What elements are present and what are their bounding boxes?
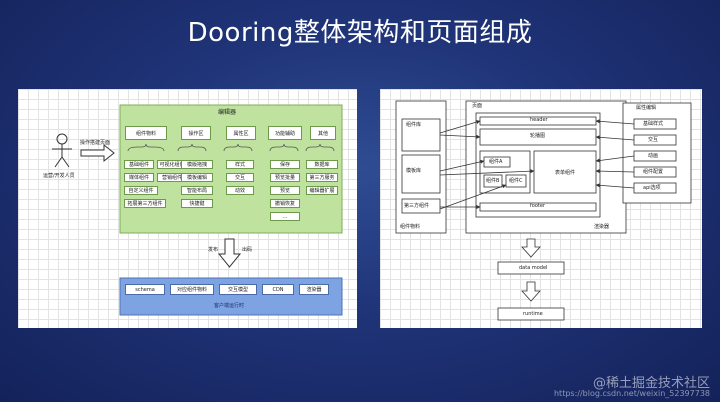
enter-label: 操作搭建页面 [80, 140, 111, 146]
right-connectors [395, 100, 692, 321]
slide-title: Dooring整体架构和页面组成 [187, 18, 533, 48]
module-braces [127, 143, 335, 152]
data-model-label: data model [519, 265, 548, 271]
page-label: 页面 [472, 103, 483, 109]
comp-c-label: 组件C [509, 178, 523, 184]
attr-item: 动画 [648, 153, 659, 159]
editor-architecture-diagram: 运营/开发人员 操作搭建页面 编辑器 组件物料 操作区 属性区 功能辅助 其他 … [18, 89, 357, 328]
sub-item: 预览批量 [270, 173, 300, 182]
runtime-item: CDN [262, 284, 294, 295]
comp-materials-label: 组件物料 [400, 224, 421, 230]
comp-b-label: 组件B [486, 178, 500, 184]
runtime-item: 对应组件物料 [170, 284, 214, 295]
page-composition-diagram: 组件库 模板库 第三方组件 组件物料 页面 header 轮播图 组件A 组件B… [380, 89, 702, 328]
editor-title: 编辑器 [218, 109, 237, 116]
sub-item: 智能布局 [181, 186, 213, 195]
runtime-label: runtime [523, 311, 543, 317]
attr-title: 属性编辑 [636, 105, 657, 111]
sub-item: 交互 [226, 173, 254, 182]
sub-item: 快捷键 [181, 199, 213, 208]
sub-item: 基础组件 [124, 160, 154, 169]
editor-container [119, 104, 343, 234]
sub-item: ... [270, 212, 300, 221]
footer-label: footer [530, 203, 545, 209]
sub-item: 模板编辑 [181, 173, 213, 182]
attr-item: api选项 [643, 185, 661, 191]
actor-label: 运营/开发人员 [43, 173, 75, 179]
sub-item: 拓展第三方组件 [124, 199, 166, 208]
module-others: 其他 [310, 126, 336, 140]
attr-item: 组件配置 [643, 169, 664, 175]
module-functions: 功能辅助 [268, 126, 302, 140]
sub-item: 第三方服务 [306, 173, 338, 182]
template-lib-label: 模板库 [406, 168, 422, 174]
comp-a-label: 组件A [489, 159, 503, 165]
module-attributes: 属性区 [226, 126, 256, 140]
renderer-down-arrow-icon [521, 238, 541, 258]
module-components: 组件物料 [125, 126, 167, 140]
sub-item: 撤销恢复 [270, 199, 300, 208]
runtime-title: 客户端运行时 [214, 303, 245, 309]
comp-lib-label: 组件库 [406, 122, 422, 128]
watermark-url: https://blog.csdn.net/weixin_52397738 [553, 389, 710, 398]
runtime-item: schema [125, 284, 165, 295]
output-label: 出码 [242, 247, 253, 253]
publish-label: 发布 [208, 247, 219, 253]
sub-item: 数据库 [306, 160, 338, 169]
attr-item: 交互 [648, 137, 659, 143]
form-label: 表单组件 [555, 170, 576, 176]
renderer-label: 渲染器 [594, 224, 610, 230]
sub-item: 模版拖拽 [181, 160, 213, 169]
sub-item: 动效 [226, 186, 254, 195]
sub-item: 预览 [270, 186, 300, 195]
module-operation: 操作区 [181, 126, 211, 140]
sub-item: 保存 [270, 160, 300, 169]
sub-item: 媒体组件 [124, 173, 154, 182]
sub-item: 自定义组件 [124, 186, 158, 195]
third-party-label: 第三方组件 [404, 203, 430, 209]
watermark-brand: @稀土掘金技术社区 [592, 376, 710, 391]
attr-item: 基础样式 [643, 121, 664, 127]
actor-icon [52, 133, 72, 168]
header-label: header [530, 117, 548, 123]
datamodel-down-arrow-icon [521, 281, 541, 302]
runtime-item: 渲染器 [299, 284, 329, 295]
sub-item: 样式 [226, 160, 254, 169]
enter-arrow-icon [80, 143, 115, 163]
publish-arrow-icon [217, 238, 242, 268]
carousel-label: 轮播图 [530, 133, 546, 139]
sub-item: 编辑器扩展 [306, 186, 338, 195]
runtime-item: 交互模型 [219, 284, 257, 295]
